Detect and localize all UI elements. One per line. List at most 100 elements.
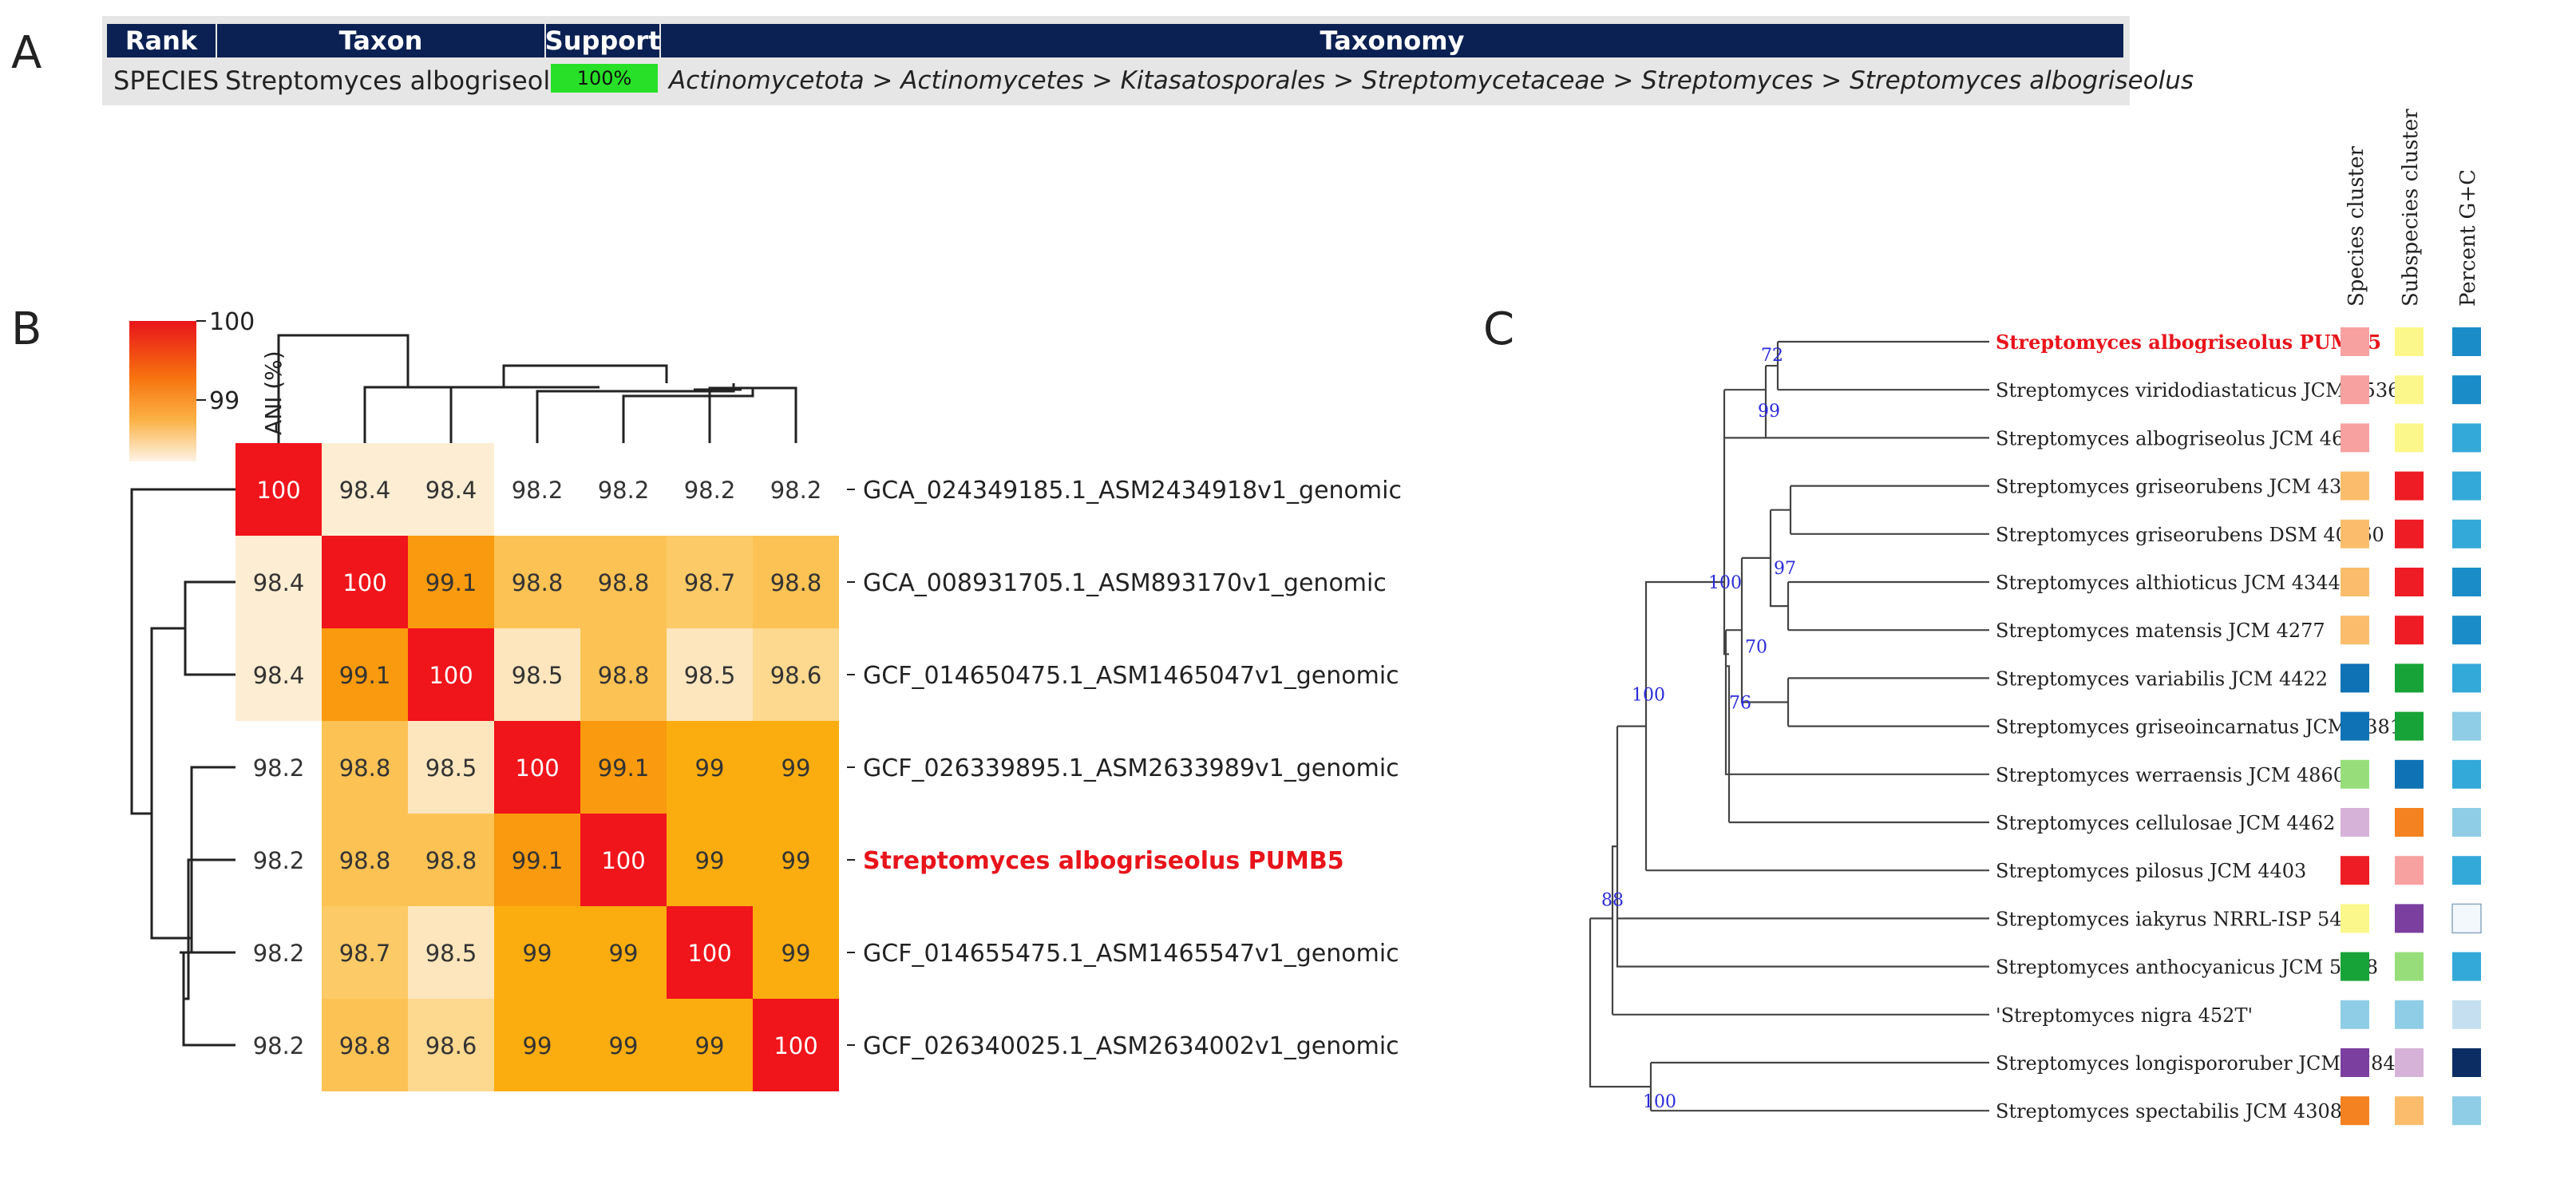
heatmap-cell-value: 99 [695,1032,725,1059]
heatmap-cell-value: 98.8 [339,1032,391,1059]
cluster-swatch [2341,519,2369,548]
dendrogram-branch [536,383,735,443]
tree-branch [1723,390,1729,655]
cluster-swatch [2341,375,2369,405]
cluster-swatch [2341,856,2369,885]
dendrogram-branch [130,488,235,815]
cluster-swatch [2341,471,2369,501]
heatmap-cell-value: 98.6 [770,662,822,689]
tree-leaf-label: Streptomyces albogriseolus JCM 4616 [1996,427,2368,449]
cluster-swatch [2452,952,2481,981]
cluster-swatch [2341,711,2369,741]
heatmap-cell-value: 99 [609,1032,639,1059]
panel-label-a: A [11,27,42,79]
heatmap-cell [322,628,408,721]
heatmap-cell [667,814,753,906]
heatmap-cell [494,721,580,814]
bootstrap-value: 70 [1745,637,1767,657]
tree-branch [1616,726,1622,968]
heatmap-cell-value: 99 [782,847,811,874]
dendrogram-branch [622,388,754,443]
panel-label-b: B [11,303,42,355]
tree-leaf-label: Streptomyces matensis JCM 4277 [1996,620,2325,642]
heatmap-cell [322,999,408,1091]
tree-leaf-labels: Streptomyces albogriseolus PUMB5Streptom… [1996,331,2402,1123]
left-dendrogram [130,488,235,1047]
heatmap-cell [753,721,839,814]
cluster-swatch [2341,423,2369,453]
dendrogram-branch [363,386,453,443]
cluster-swatch [2452,759,2481,789]
cluster-swatch [2395,663,2424,693]
cluster-swatch [2395,423,2424,453]
cluster-swatch [2395,1096,2424,1126]
heatmap-cell-value: 99.1 [339,662,391,689]
colorbar [129,321,196,461]
cluster-swatch [2395,568,2424,596]
tree-leaf-label: Streptomyces griseorubens JCM 4383 [1996,476,2366,498]
heatmap-cell [235,906,322,999]
heatmap-cell [235,999,322,1091]
ani-heatmap: 100 99 ANI (%) 100 98.4 98.4 98.2 98.2 98.2 98… [129,308,1402,1091]
heatmap-cell [408,906,494,999]
colorbar-tick-label-99: 99 [209,387,239,415]
heatmap-cell [494,443,580,536]
heatmap-cell-value: 98.8 [598,569,650,596]
dendrogram-branch [708,386,797,443]
cluster-swatch [2395,808,2424,837]
heatmap-cell-value: 99 [695,847,725,874]
heatmap-cell-value: 98.2 [253,1032,305,1059]
heatmap-cell [408,814,494,906]
cluster-swatch [2395,327,2424,356]
tree-leaf-label: Streptomyces griseoincarnatus JCM 4381 [1996,716,2402,739]
heatmap-cell-value: 100 [342,569,386,596]
column-header: Species cluster [2345,145,2368,307]
tree-leaf-label: Streptomyces spectabilis JCM 4308 [1996,1100,2342,1123]
heatmap-cell-value: 98.4 [339,477,391,504]
cluster-swatch [2341,759,2369,789]
tree-branch [1589,918,1651,1088]
heatmap-cell-value: 98.6 [425,1032,477,1059]
cluster-swatch [2452,663,2481,693]
colorbar-label: ANI (%) [260,350,287,435]
heatmap-cell [667,721,753,814]
heatmap-cell-value: 98.5 [425,940,477,967]
heatmap-cell-value: 98.5 [684,662,736,689]
cluster-swatch [2452,616,2481,645]
cluster-swatch [2341,952,2369,981]
cluster-swatch [2452,1000,2481,1029]
column-header: Subspecies cluster [2399,109,2423,307]
cluster-swatch [2341,568,2369,596]
heatmap-cell [322,814,408,906]
heatmap-cell [667,443,753,536]
heatmap-cell-value: 100 [256,477,300,504]
cluster-swatch [2395,519,2424,548]
heatmap-cell [322,721,408,814]
cluster-swatch [2452,711,2481,741]
tree-leaf-label: Streptomyces cellulosae JCM 4462 [1996,812,2335,834]
heatmap-cell-value: 98.7 [339,940,391,967]
heatmap-cell [235,721,322,814]
heatmap-cell-value: 98.2 [598,477,650,504]
cluster-swatch [2452,375,2481,405]
row-label: GCF_014650475.1_ASM1465047v1_genomic [863,662,1399,690]
heatmap-cell-value: 98.2 [253,754,305,782]
heatmap-cell [753,906,839,999]
cluster-swatch [2395,616,2424,645]
cluster-swatch [2452,1048,2481,1077]
cluster-swatch [2452,1096,2481,1126]
tree-branch [1611,845,1617,1015]
heatmap-cell-value: 98.4 [253,569,305,596]
heatmap-cell-value: 98.8 [339,847,391,874]
tree-leaf-label: Streptomyces pilosus JCM 4403 [1996,860,2306,882]
header-rank: Rank [107,24,217,57]
heatmap-cell [580,906,667,999]
heatmap-cell-value: 98.8 [598,662,650,689]
heatmap-cell [235,443,322,536]
heatmap-cell-value: 99 [523,1032,552,1059]
cluster-swatch [2395,759,2424,789]
heatmap-cell [408,536,494,628]
cluster-swatch [2451,903,2482,934]
